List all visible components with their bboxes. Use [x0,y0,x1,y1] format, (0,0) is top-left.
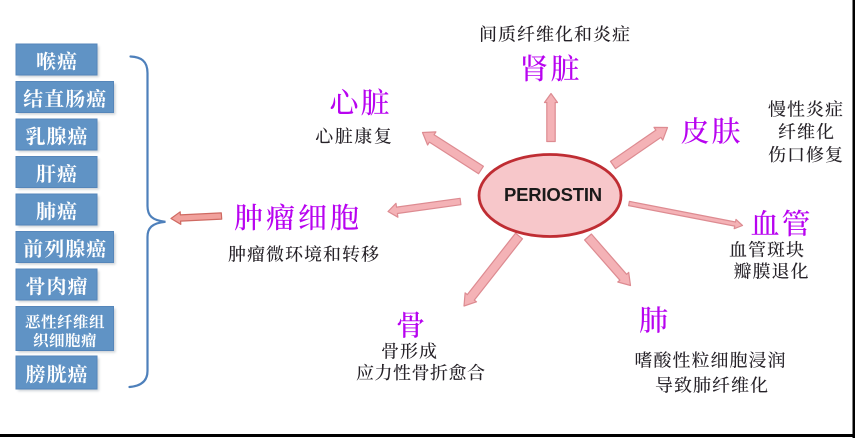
svg-text:PERIOSTIN: PERIOSTIN [504,184,602,205]
